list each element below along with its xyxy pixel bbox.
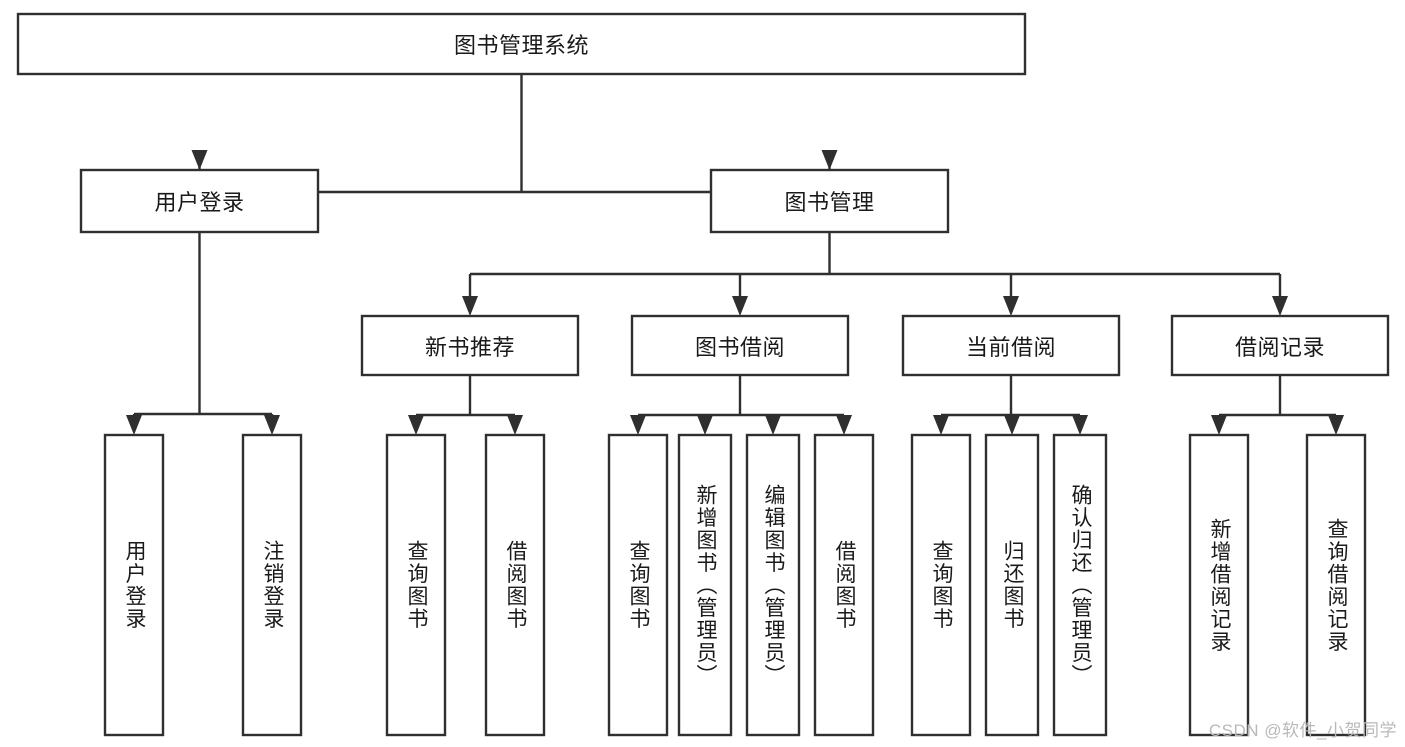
node-box-leaf-return-book[interactable] — [984, 433, 1040, 737]
arrow-head-leaf-logout — [264, 415, 280, 435]
node-box-book-manage[interactable] — [709, 168, 950, 234]
arrow-head-leaf-query-book-3 — [933, 415, 949, 435]
arrow-head-book-borrow — [732, 296, 748, 316]
arrow-head-book-manage — [821, 150, 838, 170]
node-box-leaf-confirm-return[interactable] — [1052, 433, 1108, 737]
node-box-leaf-query-record[interactable] — [1305, 433, 1367, 737]
node-box-new-book-rec[interactable] — [360, 314, 580, 377]
node-box-leaf-user-login[interactable] — [103, 433, 165, 737]
arrow-head-new-book-rec — [462, 296, 478, 316]
arrow-head-leaf-add-book — [697, 415, 713, 435]
arrow-head-user-login — [191, 150, 208, 170]
node-box-current-borrow[interactable] — [901, 314, 1121, 377]
node-box-leaf-add-book[interactable] — [677, 433, 733, 737]
arrow-head-leaf-borrow-book-1 — [507, 415, 523, 435]
node-box-leaf-borrow-book-1[interactable] — [484, 433, 546, 737]
arrow-head-leaf-query-book-1 — [408, 415, 424, 435]
arrow-head-leaf-borrow-book-2 — [836, 415, 852, 435]
node-box-leaf-query-book-2[interactable] — [607, 433, 669, 737]
node-box-leaf-edit-book[interactable] — [745, 433, 801, 737]
node-box-layer — [16, 12, 1390, 737]
node-box-leaf-logout[interactable] — [241, 433, 303, 737]
node-box-leaf-query-book-3[interactable] — [910, 433, 972, 737]
arrow-head-leaf-confirm-return — [1072, 415, 1088, 435]
connector-layer — [126, 74, 1344, 435]
node-box-borrow-record[interactable] — [1170, 314, 1390, 377]
arrow-head-leaf-edit-book — [765, 415, 781, 435]
node-box-book-borrow[interactable] — [630, 314, 850, 377]
node-box-leaf-query-book-1[interactable] — [385, 433, 447, 737]
arrow-head-leaf-user-login — [126, 415, 142, 435]
node-box-leaf-add-record[interactable] — [1188, 433, 1250, 737]
arrow-head-leaf-query-book-2 — [630, 415, 646, 435]
arrow-head-borrow-record — [1272, 296, 1288, 316]
node-box-leaf-borrow-book-2[interactable] — [813, 433, 875, 737]
node-box-root[interactable] — [16, 12, 1027, 76]
arrow-head-current-borrow — [1003, 296, 1019, 316]
node-box-user-login[interactable] — [79, 168, 320, 234]
arrow-head-leaf-query-record — [1328, 415, 1344, 435]
arrow-head-leaf-return-book — [1004, 415, 1020, 435]
arrow-head-leaf-add-record — [1211, 415, 1227, 435]
